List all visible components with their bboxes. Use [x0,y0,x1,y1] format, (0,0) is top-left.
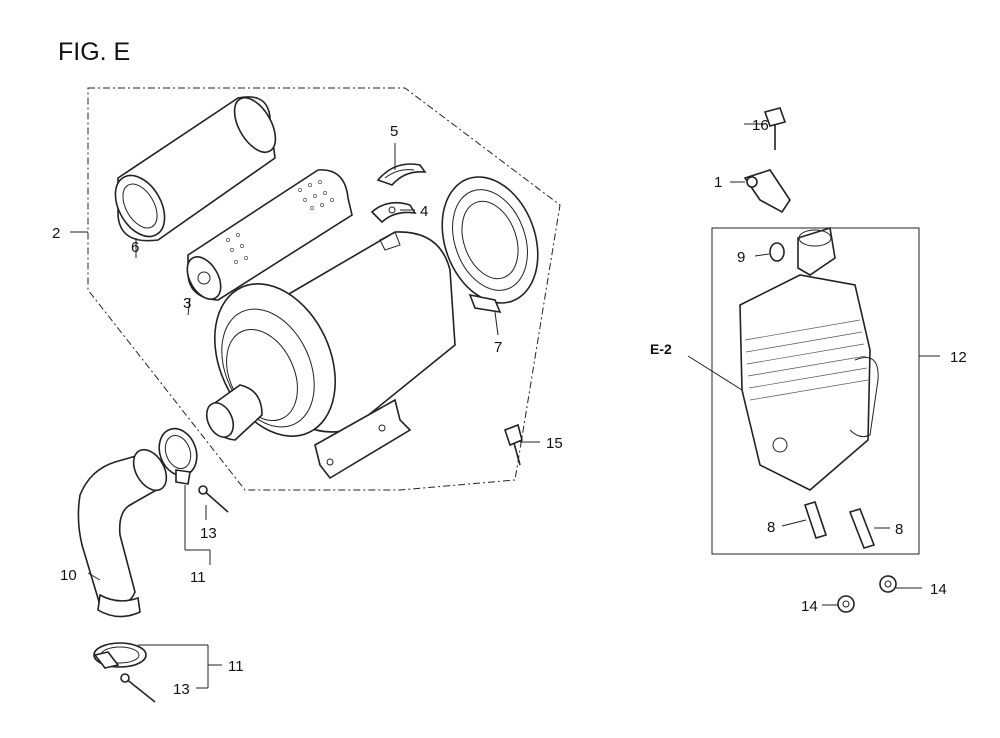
pin-8-right [848,508,876,549]
label-part-11-upper: 11 [190,569,206,586]
nut-14-lower [837,595,855,613]
hose-clamp-lower [93,642,147,669]
clip-4 [370,201,417,224]
label-ref-e2: E-2 [650,341,672,357]
label-part-6: 6 [131,239,139,256]
bracket-1 [743,169,791,214]
air-cleaner-housing [205,231,456,480]
label-part-11-lower: 11 [228,658,244,675]
label-part-14-right: 14 [930,581,947,598]
resonator-tank [739,226,879,491]
label-part-15: 15 [546,435,563,452]
air-cleaner-assembly-outline [87,87,561,491]
label-part-1: 1 [714,174,722,191]
label-part-7: 7 [494,339,502,356]
clamp-screw-upper [198,485,229,513]
label-part-8-right: 8 [895,521,903,538]
cap-9 [769,242,785,262]
label-part-3: 3 [183,295,191,312]
label-part-12: 12 [950,349,967,366]
leader-lines [70,123,940,689]
nut-14-upper [879,575,897,593]
outer-filter-element [114,96,277,242]
intake-hose [77,448,168,618]
label-part-2: 2 [52,225,60,242]
pin-8-left [803,501,828,539]
label-part-13-lower: 13 [173,681,190,698]
tank-assembly-outline [711,227,920,555]
label-part-9: 9 [737,249,745,266]
label-part-10: 10 [60,567,77,584]
label-part-13-upper: 13 [200,525,217,542]
bolt-16 [763,107,787,150]
label-part-14-left: 14 [801,598,818,615]
figure-title: FIG. E [58,38,130,66]
label-part-5: 5 [390,123,398,140]
label-part-16: 16 [752,117,769,134]
label-part-4: 4 [420,203,428,220]
air-cleaner-cover [441,176,539,314]
bolt-15 [503,423,523,466]
clamp-screw-lower [120,673,156,703]
inner-filter-element [186,169,353,301]
label-part-8-left: 8 [767,519,775,536]
hose-clamp-upper [158,427,198,485]
clip-5 [376,163,427,186]
